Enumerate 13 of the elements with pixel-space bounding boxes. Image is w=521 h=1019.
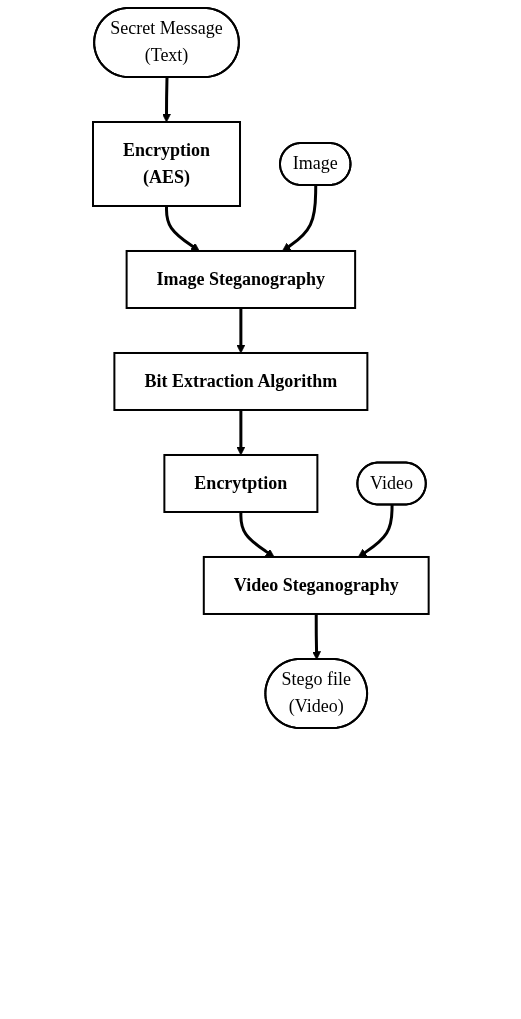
node-box: Encrytption: [163, 454, 319, 513]
arrow: [161, 77, 171, 123]
arrow: [236, 308, 245, 354]
node-box: Encryption (AES): [91, 121, 241, 207]
node-box: Image Steganography: [125, 250, 356, 309]
arrow: [281, 185, 317, 252]
arrow: [164, 206, 200, 252]
node-box: Bit Extraction Algorithm: [113, 352, 369, 411]
arrow: [239, 512, 275, 558]
arrow: [236, 410, 245, 456]
arrow: [311, 614, 321, 660]
arrow: [357, 504, 394, 558]
node-box: Video Steganography: [202, 556, 430, 615]
